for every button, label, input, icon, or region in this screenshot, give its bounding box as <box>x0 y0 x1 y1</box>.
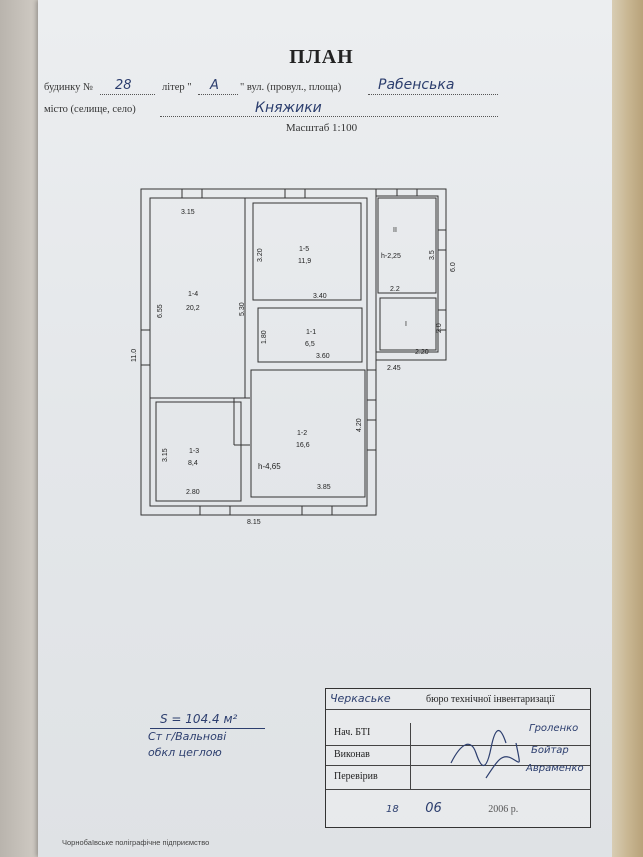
dimension: 3.40 <box>313 293 327 300</box>
stamp-date-month: 06 <box>425 801 442 816</box>
street-label: " вул. (провул., площа) <box>240 82 342 93</box>
room-1-2 <box>250 369 366 498</box>
stamp-date: 18 06 2006 р. <box>386 801 518 816</box>
stamp-head-name: Гроленко <box>529 723 579 734</box>
room-1-3 <box>155 401 242 502</box>
stamp-executor-name: Бойтар <box>531 745 569 756</box>
stamp-checked-label: Перевірив <box>334 771 378 782</box>
room-area: h-2,25 <box>381 253 401 260</box>
dimension: 11.0 <box>131 349 138 362</box>
building-underline <box>100 94 155 95</box>
dimension: 4.20 <box>356 418 363 432</box>
room-1-1 <box>257 307 363 363</box>
outer-walls <box>140 188 447 516</box>
dimension: 3.20 <box>257 248 264 262</box>
letter-underline <box>198 94 238 95</box>
dimension: 5.30 <box>239 302 246 316</box>
page-title: ПЛАН <box>289 46 354 68</box>
city-name: Княжики <box>255 100 322 116</box>
dimension: 1.80 <box>261 330 268 344</box>
area-underline <box>150 728 265 729</box>
signature <box>450 729 520 779</box>
building-letter: А <box>210 78 219 93</box>
folder-edge <box>612 0 643 857</box>
building-number: 28 <box>115 78 132 93</box>
room-label: II <box>393 227 397 234</box>
area-note: S = 104.4 м² <box>160 712 238 726</box>
footer-printer: Чорнобаївське поліграфічне підприємство <box>62 838 210 847</box>
walls-note-2: обкл цеглою <box>148 746 222 759</box>
room-label: 1-5 <box>299 246 309 253</box>
dimension: 2.2 <box>390 286 400 293</box>
room-label: I <box>405 321 407 328</box>
stamp-row-executor: Виконав Бойтар <box>326 745 590 766</box>
street-underline <box>368 94 498 95</box>
stamp-row-org: Черкаське бюро технічної інвентаризації <box>326 689 590 710</box>
dimension: 6.55 <box>157 304 164 318</box>
dimension: 2.20 <box>415 349 429 356</box>
room-area: 20,2 <box>186 305 200 312</box>
bti-stamp: Черкаське бюро технічної інвентаризації … <box>325 688 591 828</box>
stamp-head-label: Нач. БТІ <box>334 727 371 738</box>
room-1-5 <box>252 202 362 301</box>
dimension: 2.80 <box>186 489 200 496</box>
stamp-row-head: Нач. БТІ Гроленко <box>326 723 590 746</box>
dimension: 3.15 <box>162 448 169 462</box>
room-label: 1-1 <box>306 329 316 336</box>
dimension: 8.15 <box>247 519 261 526</box>
room-I <box>379 297 437 351</box>
stamp-org-rest: бюро технічної інвентаризації <box>426 694 555 705</box>
stamp-col-divider <box>410 723 411 789</box>
building-label: будинку № <box>44 82 93 93</box>
dimension: 3.5 <box>429 250 436 260</box>
windows <box>140 188 447 516</box>
stamp-date-year: 2006 р. <box>488 804 519 815</box>
dimension: 3.15 <box>181 209 195 216</box>
dimension: 2.0 <box>436 323 443 333</box>
dimension: 6.0 <box>450 262 457 272</box>
room-area: 11,9 <box>298 258 311 265</box>
annex-inner-outline <box>376 195 439 353</box>
room-II <box>377 197 437 294</box>
stamp-org: Черкаське <box>330 692 391 705</box>
room-label: 1-4 <box>188 291 198 298</box>
height-note: h-4,65 <box>258 462 281 471</box>
dimension: 3.60 <box>316 353 330 360</box>
stamp-row-checked: Перевірив Авраменко <box>326 763 590 790</box>
room-1-4 <box>149 197 246 399</box>
scale-label: Масштаб 1:100 <box>285 122 358 134</box>
city-underline <box>160 116 498 117</box>
interior-walls <box>149 197 437 502</box>
stamp-checked-name: Авраменко <box>526 763 584 774</box>
stamp-date-day: 18 <box>386 804 399 815</box>
room-area: 16,6 <box>296 442 310 449</box>
letter-label: літер " <box>162 82 192 93</box>
room-area: 8,4 <box>188 460 198 467</box>
street-name: Рабенська <box>378 77 455 93</box>
dimension: 2.45 <box>387 365 401 372</box>
walls-note-1: Ст г/Вальнові <box>148 730 227 743</box>
room-label: 1-3 <box>189 448 199 455</box>
room-label: 1-2 <box>297 430 307 437</box>
stamp-executor-label: Виконав <box>334 749 370 760</box>
dimension: 3.85 <box>317 484 331 491</box>
city-label: місто (селище, село) <box>44 104 136 115</box>
room-area: 6,5 <box>305 341 315 348</box>
